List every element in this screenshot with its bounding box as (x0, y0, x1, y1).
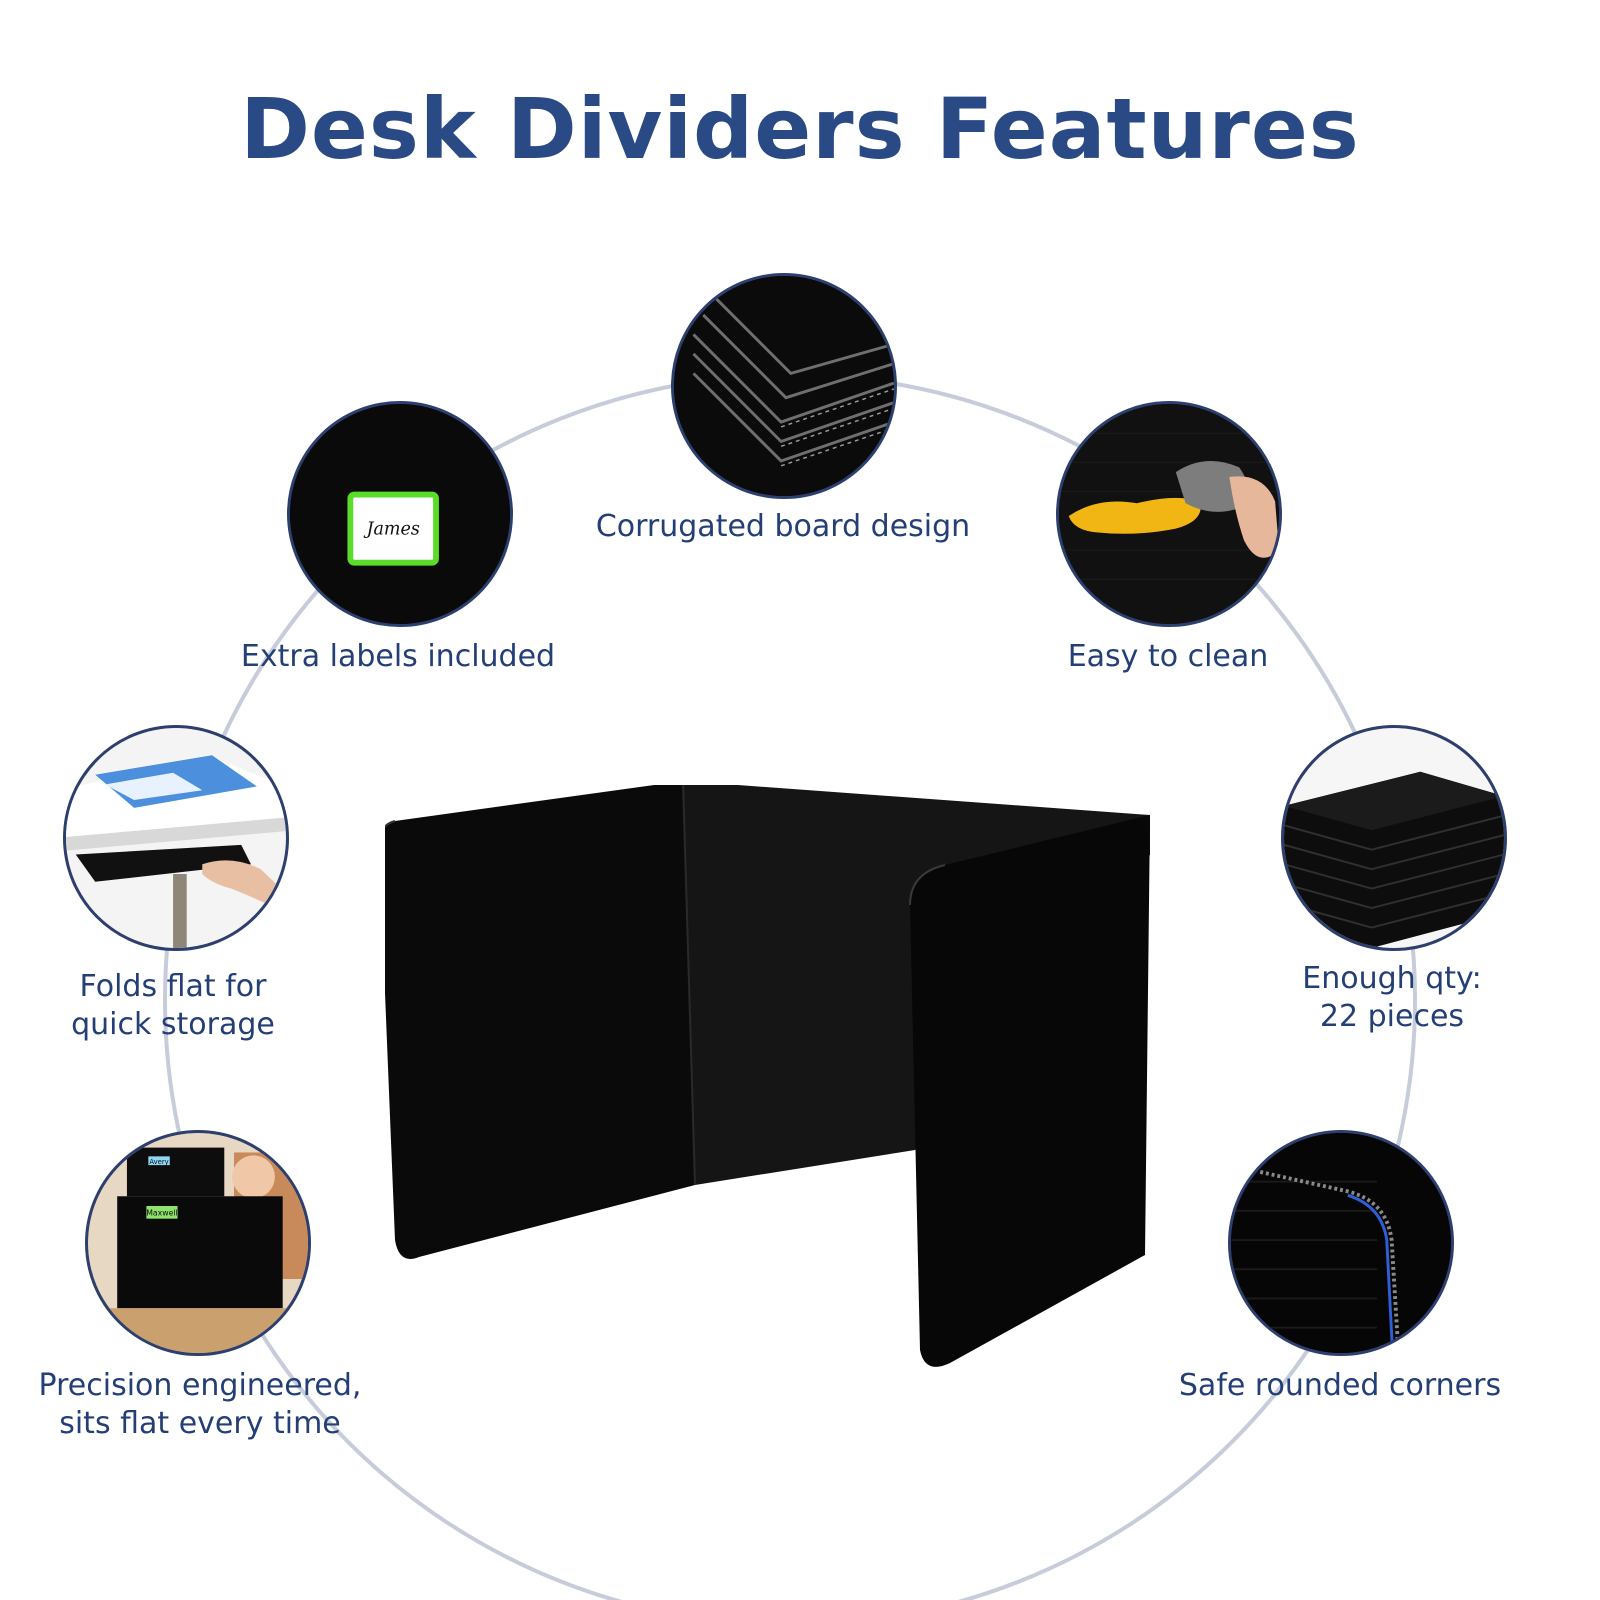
name-label-image: James (287, 401, 513, 627)
feature-label-rounded-corners: Safe rounded corners (1178, 1368, 1502, 1403)
feature-label-extra-labels: Extra labels included (240, 639, 556, 674)
name-tag-text: James (363, 519, 419, 539)
feature-label-precision: Precision engineered, sits flat every ti… (25, 1367, 375, 1443)
feature-label-enough-qty: Enough qty: 22 pieces (1262, 960, 1522, 1036)
feature-label-precision-line2: sits flat every time (59, 1406, 341, 1441)
feature-label-enough-qty-line2: 22 pieces (1319, 999, 1465, 1034)
corrugated-board-image (671, 273, 897, 499)
feature-label-enough-qty-line1: Enough qty: (1302, 961, 1482, 996)
feature-label-folds-flat-line2: quick storage (71, 1007, 275, 1042)
desk-divider-product-image (385, 785, 1150, 1367)
feature-label-easy-clean: Easy to clean (1067, 639, 1269, 674)
avery-tag-text: Avery (149, 1158, 168, 1166)
rounded-corner-image (1228, 1130, 1454, 1356)
feature-label-precision-line1: Precision engineered, (38, 1368, 362, 1403)
folding-storage-image (63, 725, 289, 951)
feature-label-corrugated: Corrugated board design (595, 509, 971, 544)
page-title: Desk Dividers Features (240, 80, 1360, 178)
feature-label-folds-flat: Folds flat for quick storage (33, 968, 313, 1044)
maxwell-tag-text: Maxwell (146, 1209, 178, 1218)
desk-setup-image: Avery Maxwell (85, 1130, 311, 1356)
stacked-boards-image (1281, 725, 1507, 951)
cleaning-image (1056, 401, 1282, 627)
feature-label-folds-flat-line1: Folds flat for (79, 969, 267, 1004)
